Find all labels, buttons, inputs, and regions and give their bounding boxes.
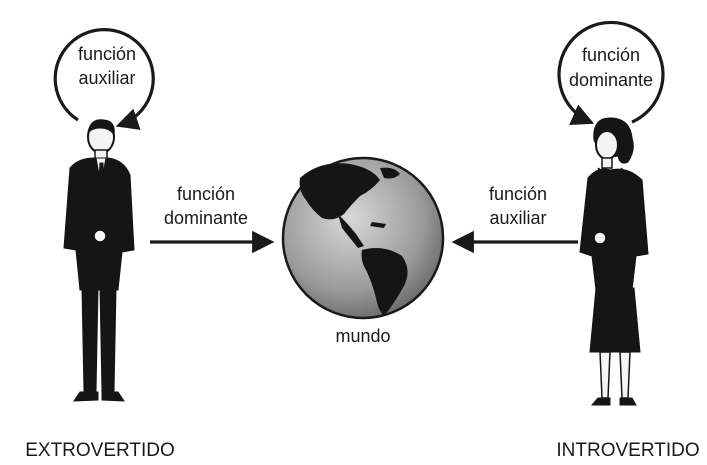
introvert-caption: INTROVERTIDO xyxy=(556,440,699,461)
right-loop-arrow xyxy=(557,20,665,125)
left-loop-label-line1: función xyxy=(78,44,136,64)
globe-label: mundo xyxy=(335,326,390,346)
extrovert-man-figure xyxy=(63,119,135,402)
introvert-woman-figure xyxy=(579,117,649,406)
left-arrow-label-line1: función xyxy=(177,184,235,204)
right-loop-label-line2: dominante xyxy=(569,70,653,90)
extrovert-caption: EXTROVERTIDO xyxy=(25,440,175,461)
left-arrow-label-line2: dominante xyxy=(164,208,248,228)
right-arrow-label-line2: auxiliar xyxy=(489,208,546,228)
left-loop-arrow xyxy=(53,28,155,130)
right-loop-label-line1: función xyxy=(582,45,640,65)
globe-icon xyxy=(281,156,445,320)
left-loop-label-line2: auxiliar xyxy=(78,68,135,88)
right-arrow-label-line1: función xyxy=(489,184,547,204)
